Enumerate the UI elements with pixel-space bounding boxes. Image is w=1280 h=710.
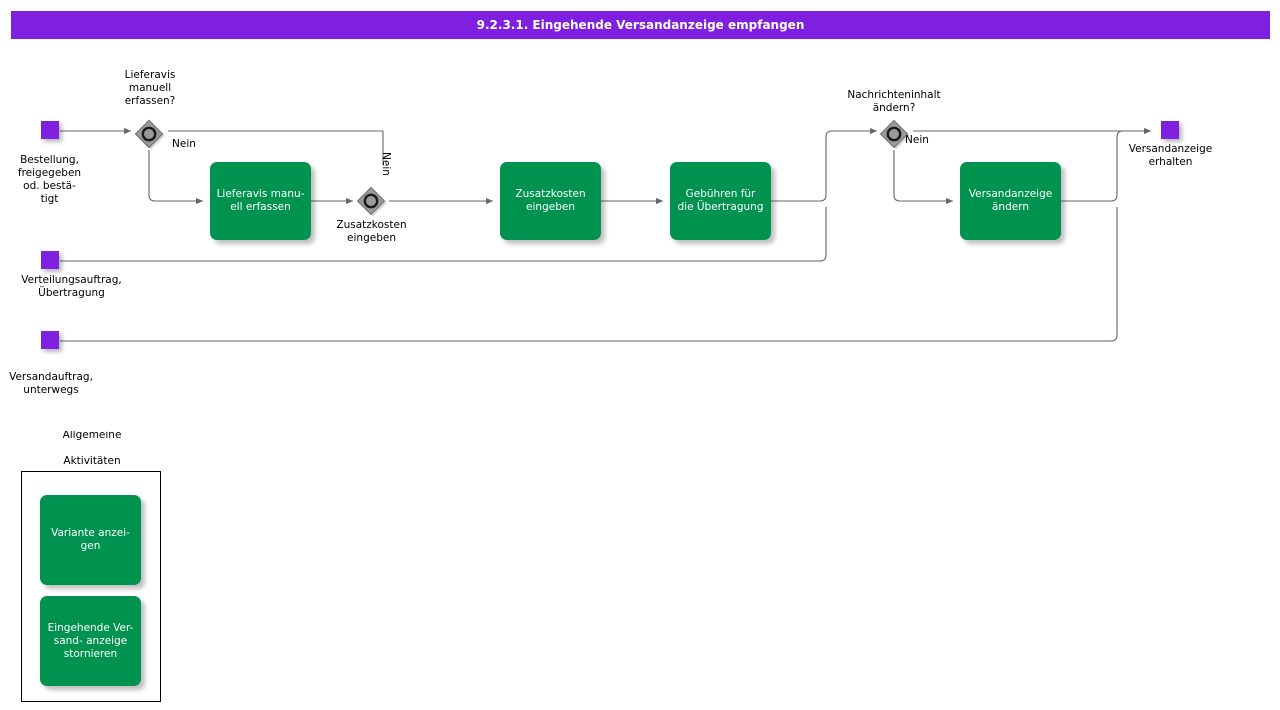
- flow-gw1-task: [148, 150, 203, 205]
- flow-label-nein-lieferavis: Nein: [172, 138, 196, 150]
- start-event-bestellung-label: Bestellung, freigegeben od. bestä- tigt: [17, 154, 82, 205]
- flow-gebuehren-gw3: [771, 127, 877, 202]
- task-variante-anzeigen-label: Variante anzei- gen: [51, 527, 130, 552]
- end-event-versandanzeige[interactable]: [1161, 121, 1179, 139]
- task-versandanzeige-aendern-label: Versandanzeige ändern: [968, 188, 1053, 213]
- gateway-zusatzkosten-eingeben[interactable]: [354, 184, 388, 218]
- task-gebuehren-uebertragung[interactable]: Gebühren für die Übertragung: [670, 162, 771, 240]
- start-event-verteilungsauftrag[interactable]: [41, 251, 59, 269]
- start-event-bestellung[interactable]: [41, 121, 59, 139]
- gateway-nachrichteninhalt-aendern[interactable]: [877, 117, 911, 151]
- flow-gw3-task: [893, 150, 953, 205]
- task-eingehende-versandanzeige-stornieren-label: Eingehende Ver- sand- anzeige stornieren: [47, 621, 134, 660]
- task-lieferavis-manuell-erfassen-label: Lieferavis manu- ell erfassen: [216, 188, 305, 213]
- flow-label-nein-zusatzkosten: Nein: [380, 152, 392, 176]
- task-variante-anzeigen[interactable]: Variante anzei- gen: [40, 495, 141, 585]
- end-event-versandanzeige-label: Versandanzeige erhalten: [1128, 143, 1213, 168]
- start-event-versandauftrag[interactable]: [41, 331, 59, 349]
- task-lieferavis-manuell-erfassen[interactable]: Lieferavis manu- ell erfassen: [210, 162, 311, 240]
- start-event-versandauftrag-label: Versandauftrag, unterwegs: [9, 371, 93, 396]
- diagram-title-bar: 9.2.3.1. Eingehende Versandanzeige empfa…: [11, 11, 1270, 39]
- task-zusatzkosten-eingeben-label: Zusatzkosten eingeben: [515, 188, 586, 213]
- gateway-lieferavis-manuell-erfassen[interactable]: [132, 117, 166, 151]
- task-zusatzkosten-eingeben[interactable]: Zusatzkosten eingeben: [500, 162, 601, 240]
- gateway-zusatzkosten-label: Zusatzkosten eingeben: [336, 219, 407, 244]
- gateway-nachrichteninhalt-label: Nachrichteninhalt ändern?: [847, 89, 941, 114]
- group-title-line-1: Allgemeine: [62, 431, 122, 441]
- page-title: 9.2.3.1. Eingehende Versandanzeige empfa…: [476, 18, 805, 32]
- task-gebuehren-uebertragung-label: Gebühren für die Übertragung: [677, 188, 764, 213]
- group-box-allgemeine-aktivitaeten: [21, 471, 161, 702]
- group-title-allgemeine-aktivitaeten: Allgemeine Aktivitäten: [41, 431, 143, 471]
- flow-label-nein-nachrichteninhalt: Nein: [905, 134, 929, 146]
- group-title-line-2: Aktivitäten: [63, 455, 121, 467]
- start-event-verteilungsauftrag-label: Verteilungsauftrag, Übertragung: [21, 274, 122, 299]
- gateway-lieferavis-label: Lieferavis manuell erfassen?: [124, 69, 176, 107]
- task-versandanzeige-aendern[interactable]: Versandanzeige ändern: [960, 162, 1061, 240]
- task-eingehende-versandanzeige-stornieren[interactable]: Eingehende Ver- sand- anzeige stornieren: [40, 596, 141, 686]
